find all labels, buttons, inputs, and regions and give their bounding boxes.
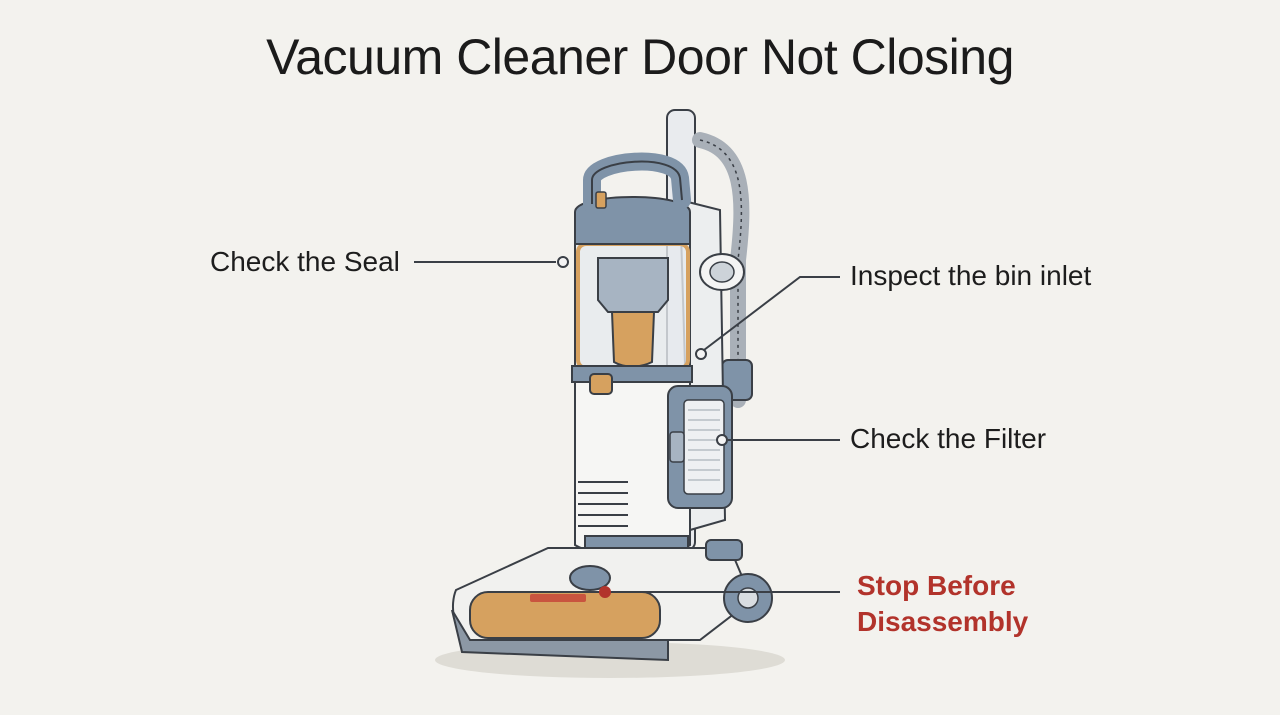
height-dial: [569, 565, 611, 591]
stop-line-1: Stop Before: [857, 570, 1016, 601]
stop-warning-marker: [599, 586, 611, 598]
vent-grille: [578, 481, 628, 527]
bin-lid: [574, 196, 691, 245]
bin-release-latch: [589, 373, 613, 395]
seal-marker: [557, 256, 569, 268]
brush-roll-window: [469, 591, 661, 639]
callout-stop-before-disassembly: Stop Before Disassembly: [857, 568, 1028, 640]
callout-check-seal: Check the Seal: [210, 246, 400, 277]
filter-latch: [669, 431, 685, 463]
cyclone-core: [597, 257, 669, 313]
debris-cup: [610, 311, 656, 368]
filter-marker: [716, 434, 728, 446]
page-title: Vacuum Cleaner Door Not Closing: [266, 29, 1014, 85]
stop-line-2: Disassembly: [857, 606, 1029, 637]
callout-leaders: [414, 261, 840, 593]
callout-inspect-bin-inlet: Inspect the bin inlet: [850, 260, 1092, 291]
callout-check-filter: Check the Filter: [850, 423, 1047, 454]
inlet-marker: [695, 348, 707, 360]
floor-head-bumper: [451, 609, 669, 662]
